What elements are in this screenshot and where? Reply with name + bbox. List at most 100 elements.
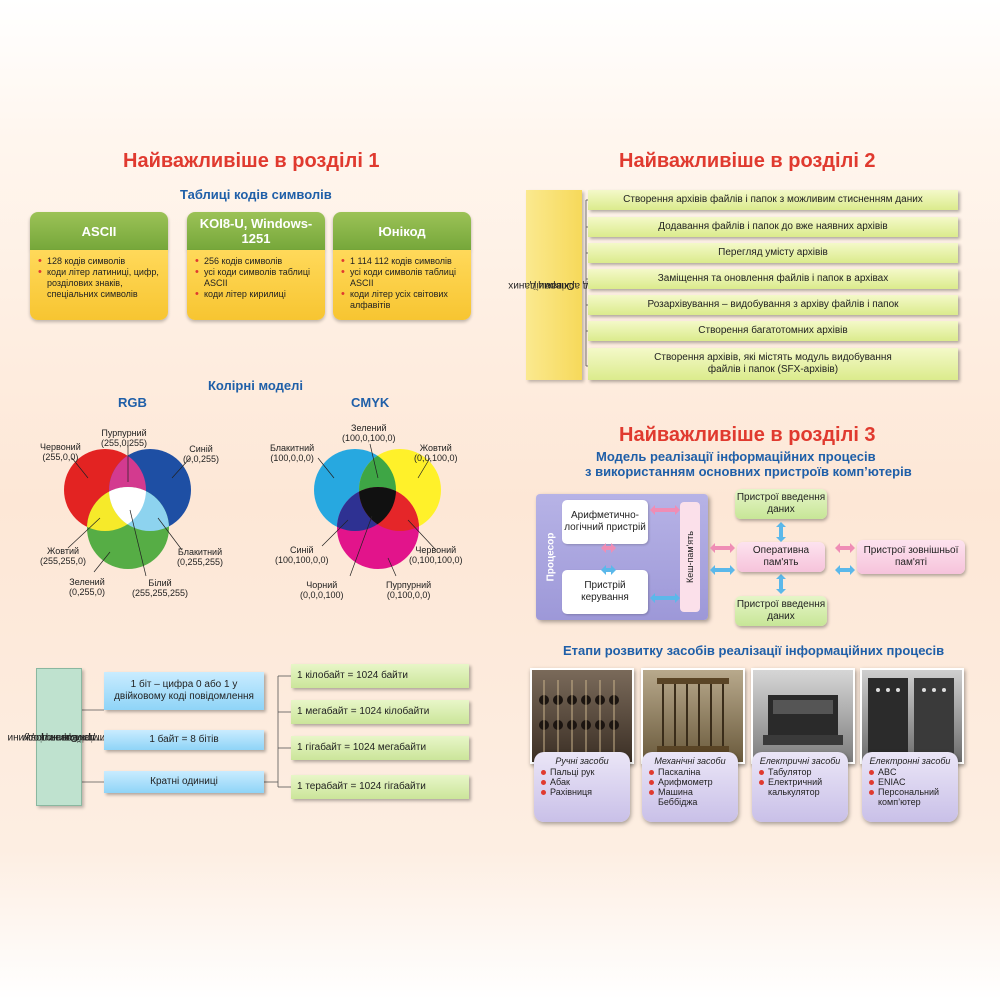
code-item: 1 114 112 кодів символів [341, 256, 465, 267]
unit-gigabyte: 1 гігабайт = 1024 мегабайти [291, 736, 469, 760]
rgb-green-label: Зелений [69, 577, 105, 587]
code-card-title: KOI8-U, Windows-1251 [187, 212, 325, 250]
stage-card-manual: Ручні засоби Пальці рук Абак Рахівниця [534, 752, 630, 822]
unit-byte: 1 байт = 8 бітів [104, 730, 264, 750]
code-item: коди літер кирилиці [195, 289, 319, 300]
computer-panel-icon [868, 678, 954, 758]
eniac-image [860, 668, 964, 764]
cmyk-yellow-label: Жовтий [419, 443, 452, 453]
unit-multiple: Кратні одиниці [104, 771, 264, 793]
section2-title: Найважливіше в розділі 2 [619, 150, 876, 172]
alu-box: Арифметично-логічний пристрій [562, 500, 648, 544]
stage-card-electric: Електричні засоби Табулятор Електричний … [752, 752, 848, 822]
rgb-blue-label: Синій [189, 444, 213, 454]
control-unit-box: Пристрій керування [562, 570, 648, 614]
ram-box: Оперативна пам'ять [737, 542, 825, 572]
cmyk-magenta-label: Пурпурний [386, 580, 432, 590]
code-card-title: Юнікод [333, 212, 471, 250]
stage-title: Ручні засоби [555, 756, 609, 766]
cache-memory-box: Кеш-пам'ять [680, 502, 700, 612]
stage-title: Електронні засоби [869, 756, 951, 766]
rgb-magenta-label: Пурпурний [101, 428, 147, 438]
operation-item: Додавання файлів і папок до вже наявних … [588, 217, 958, 237]
rgb-yellow-value: (255,255,0) [40, 556, 87, 566]
code-item: усі коди символів таблиці ASCII [195, 267, 319, 289]
cmyk-blue-value: (100,100,0,0) [275, 555, 329, 565]
mechanical-engine-icon [657, 678, 729, 752]
stages-heading: Етапи розвитку засобів реалізації інформ… [563, 643, 945, 658]
stage-item: ENIAC [869, 777, 952, 787]
units-connectors [80, 675, 291, 788]
cmyk-black-label: Чорний [306, 580, 338, 590]
difference-engine-image [641, 668, 745, 764]
stage-title: Механічні засоби [654, 756, 726, 766]
stage-title: Електричні засоби [759, 756, 841, 766]
stage-item: Табулятор [759, 767, 842, 777]
code-card-ascii: ASCII 128 кодів символів коди літер лати… [30, 212, 168, 320]
stage-item: Арифмометр [649, 777, 732, 787]
operation-item: Розархівування – видобування з архіву фа… [588, 295, 958, 315]
stage-item: Персональний комп’ютер [869, 787, 952, 807]
input-devices-top: Пристрої введення даних [735, 489, 827, 519]
external-memory-box: Пристрої зовнішньої пам'яті [857, 540, 965, 574]
cmyk-cyan-value: (100,0,0,0) [270, 453, 314, 463]
code-card-koi8: KOI8-U, Windows-1251 256 кодів символів … [187, 212, 325, 320]
code-item: усі коди символів таблиці ASCII [341, 267, 465, 289]
abacus-image [530, 668, 634, 764]
code-item: коди літер латиниці, цифр, розділових зн… [38, 267, 162, 300]
operation-item: Створення архівів файлів і папок з можли… [588, 190, 958, 210]
rgb-green-value: (0,255,0) [69, 587, 106, 597]
unit-bit: 1 біт – цифра 0 або 1 у двійковому коді … [104, 672, 264, 710]
stage-item: Пальці рук [541, 767, 624, 777]
tabulator-image [751, 668, 855, 764]
rgb-cyan-label: Блакитний [177, 547, 223, 557]
units-side-line: двійкового коду [22, 732, 96, 743]
rgb-cyan-value: (0,255,255) [177, 557, 224, 567]
model-heading-line2: з використанням основних пристроїв комп’… [585, 464, 912, 479]
code-item: 128 кодів символів [38, 256, 162, 267]
cmyk-cyan-label: Блакитний [270, 443, 315, 453]
rgb-yellow-label: Жовтий [47, 546, 80, 556]
input-devices-bottom: Пристрої введення даних [735, 596, 827, 626]
color-models-heading: Колірні моделі [208, 378, 304, 393]
stage-item: ABC [869, 767, 952, 777]
stage-card-electronic: Електронні засоби ABC ENIAC Персональний… [862, 752, 958, 822]
rgb-red-label: Червоний [40, 442, 81, 452]
cmyk-green-value: (100,0,100,0) [342, 433, 396, 443]
rgb-title: RGB [118, 395, 147, 410]
cmyk-green-label: Зелений [351, 423, 387, 433]
cmyk-title: CMYK [351, 395, 390, 410]
stage-card-mechanical: Механічні засоби Паскаліна Арифмометр Ма… [642, 752, 738, 822]
cmyk-magenta-value: (0,100,0,0) [386, 590, 431, 600]
cmyk-yellow-value: (0,0,100,0) [414, 453, 458, 463]
code-item: коди літер усіх світових алфавітів [341, 289, 465, 311]
operation-item: Перегляд умісту архівів [588, 243, 958, 263]
unit-kilobyte: 1 кілобайт = 1024 байти [291, 664, 469, 688]
unit-terabyte: 1 терабайт = 1024 гігабайти [291, 775, 469, 799]
rgb-magenta-value: (255,0,255) [101, 438, 148, 448]
rgb-venn-diagram [64, 440, 191, 577]
code-card-title: ASCII [30, 212, 168, 250]
cmyk-red-value: (0,100,100,0) [409, 555, 463, 565]
stage-item: Паскаліна [649, 767, 732, 777]
rgb-red-value: (255,0,0) [42, 452, 79, 462]
processor-label: Процесор [545, 532, 557, 582]
stage-item: Електричний калькулятор [759, 777, 842, 797]
abacus-icon [539, 680, 619, 760]
rgb-blue-value: (0,0,255) [183, 454, 220, 464]
rgb-white-label: Білий [148, 578, 172, 588]
operation-item: Створення багатотомних архівів [588, 321, 958, 341]
operation-item: Створення архівів, які містять модуль ви… [588, 348, 958, 380]
cmyk-black-value: (0,0,0,100) [300, 590, 344, 600]
cmyk-red-label: Червоний [415, 545, 457, 555]
ops-side-line: над архівами даних [508, 280, 600, 291]
model-arrows [601, 505, 855, 603]
operation-item: Заміщення та оновлення файлів і папок в … [588, 269, 958, 289]
cmyk-blue-label: Синій [290, 545, 314, 555]
section3-title: Найважливіше в розділі 3 [619, 424, 876, 446]
unit-megabyte: 1 мегабайт = 1024 кілобайти [291, 700, 469, 724]
tabulator-icon [763, 695, 843, 745]
model-heading-line1: Модель реалізації інформаційних процесів [596, 449, 876, 464]
